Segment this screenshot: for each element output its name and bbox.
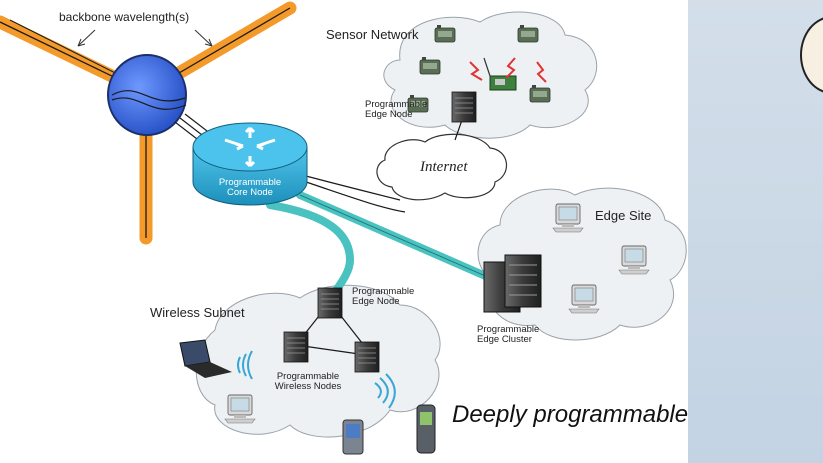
wireless-nodes-label: Programmable Wireless Nodes bbox=[274, 371, 342, 393]
monitor-icon bbox=[618, 245, 650, 275]
wireless-edge-node-label: Programmable Edge Node bbox=[352, 286, 415, 308]
wireless-waves-icon bbox=[237, 350, 253, 380]
slide-side-panel bbox=[688, 0, 823, 463]
sensor-network-label: Sensor Network bbox=[326, 27, 419, 42]
edge-site-label: Edge Site bbox=[595, 208, 652, 223]
core-node-label: Programmable Core Node bbox=[218, 177, 282, 199]
router-icon bbox=[192, 122, 308, 206]
monitor-icon bbox=[568, 284, 600, 314]
wireless-waves-icon bbox=[374, 373, 396, 409]
signal-icon bbox=[469, 61, 483, 81]
backbone-hub bbox=[107, 54, 187, 136]
server-icon bbox=[451, 91, 477, 123]
monitor-icon bbox=[224, 394, 256, 424]
backbone-label: backbone wavelength(s) bbox=[59, 10, 190, 24]
server-cluster-icon bbox=[483, 254, 542, 313]
server-icon bbox=[283, 331, 309, 363]
internet-label: Internet bbox=[420, 159, 468, 175]
server-icon bbox=[354, 341, 380, 373]
sensor-edge-node-label: Programmable Edge Node bbox=[365, 99, 428, 121]
signal-icon bbox=[505, 57, 516, 79]
monitor-icon bbox=[552, 203, 584, 233]
internet-cloud bbox=[376, 133, 507, 201]
signal-icon bbox=[536, 61, 547, 83]
wireless-subnet-cloud bbox=[195, 284, 441, 438]
laptop-icon bbox=[179, 339, 232, 378]
server-icon bbox=[317, 287, 343, 319]
phone-icon bbox=[416, 404, 436, 454]
pda-icon bbox=[342, 419, 364, 455]
edge-cluster-label: Programmable Edge Cluster bbox=[477, 324, 540, 346]
wireless-subnet-label: Wireless Subnet bbox=[150, 305, 245, 320]
slide-caption: Deeply programmable bbox=[452, 401, 689, 428]
